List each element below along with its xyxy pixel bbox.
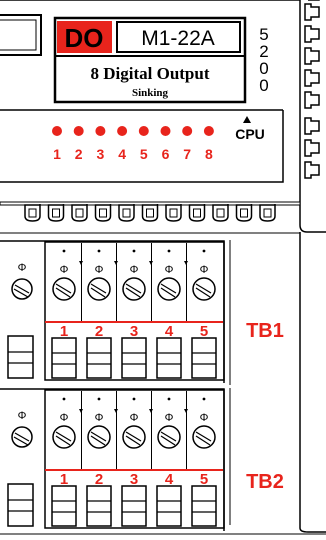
led-indicator — [182, 126, 193, 136]
terminal-number: 5 — [200, 471, 208, 488]
led-indicator — [160, 126, 171, 136]
vertical-code-char: 2 — [259, 42, 268, 61]
led-number: 6 — [162, 146, 170, 162]
led-number: 5 — [140, 146, 148, 162]
module-subtitle: Sinking — [132, 87, 169, 99]
terminal-number: 3 — [130, 323, 138, 340]
terminal-marker: Φ — [165, 412, 174, 424]
terminal-marker: Φ — [95, 412, 104, 424]
svg-text:Φ: Φ — [18, 262, 27, 274]
wire-clamp[interactable] — [191, 485, 217, 527]
led-indicator — [73, 126, 84, 136]
module-head: DO M1-22A 8 Digital Output Sinking 5200 … — [0, 0, 326, 233]
terminal-number: 5 — [200, 323, 208, 340]
cpu-arrow-icon — [243, 116, 251, 123]
latch-tab — [235, 204, 253, 222]
led-number: 8 — [205, 146, 213, 162]
terminal-number: 1 — [60, 471, 68, 488]
terminal-marker: Φ — [60, 412, 69, 424]
module-type-badge — [57, 21, 112, 53]
latch-strip — [0, 201, 301, 222]
terminal-marker: Φ — [130, 264, 139, 276]
edge-clip — [304, 91, 320, 109]
led-indicator — [117, 126, 128, 136]
module-description: 8 Digital Output — [90, 64, 209, 83]
terminal-marker: Φ — [60, 264, 69, 276]
terminal-block-tb1: Φ Φ 1 Φ 2 Φ 3 Φ 4 Φ 5 — [0, 240, 225, 383]
edge-clip — [304, 25, 320, 43]
vertical-code-char: 5 — [259, 25, 268, 44]
led-row — [52, 126, 214, 136]
latch-tab — [71, 204, 88, 222]
terminal-block-tb2: Φ Φ 1 Φ 2 Φ 3 Φ 4 Φ 5 — [0, 388, 225, 531]
led-indicator — [95, 126, 106, 136]
latch-tab — [47, 204, 65, 222]
latch-tab — [188, 204, 206, 222]
module-model: M1-22A — [141, 27, 215, 50]
right-edge-clips — [304, 0, 320, 179]
edge-clip — [304, 3, 320, 21]
terminal-marker: Φ — [130, 412, 139, 424]
wire-clamp[interactable] — [191, 337, 217, 379]
latch-tab — [118, 204, 135, 222]
wire-clamp[interactable] — [51, 337, 77, 379]
led-indicator — [52, 126, 62, 136]
wire-clamp[interactable] — [121, 485, 147, 527]
terminal-marker: Φ — [95, 264, 104, 276]
tb1-label: TB1 — [246, 320, 284, 342]
edge-clip — [304, 69, 320, 87]
wire-clamp[interactable] — [121, 337, 147, 379]
wire-clamp[interactable] — [51, 485, 77, 527]
vertical-code-char: 0 — [259, 59, 268, 78]
wire-clamp[interactable] — [86, 337, 112, 379]
latch-tab — [94, 204, 112, 222]
latch-tab — [141, 204, 159, 222]
terminal-number: 2 — [95, 323, 103, 340]
module-type-text: DO — [65, 23, 104, 53]
terminal-marker: Φ — [200, 412, 209, 424]
terminal-number: 1 — [60, 323, 68, 340]
edge-clip — [304, 161, 320, 179]
latch-tab — [24, 204, 41, 222]
wire-clamp[interactable] — [156, 337, 182, 379]
edge-clip — [304, 117, 320, 135]
led-number: 1 — [53, 146, 61, 162]
led-number: 3 — [97, 146, 105, 162]
led-number: 7 — [183, 146, 191, 162]
led-indicator — [138, 126, 149, 136]
wire-clamp[interactable] — [156, 485, 182, 527]
svg-text:Φ: Φ — [18, 410, 27, 422]
latch-tab — [165, 204, 182, 222]
terminal-number: 3 — [130, 471, 138, 488]
vertical-code-char: 0 — [259, 76, 268, 95]
terminal-number: 4 — [165, 471, 174, 488]
wire-clamp[interactable] — [86, 485, 112, 527]
terminal-number: 2 — [95, 471, 103, 488]
terminal-number: 4 — [165, 323, 174, 340]
latch-tab — [259, 204, 276, 222]
edge-clip — [304, 139, 320, 157]
led-number: 2 — [75, 146, 83, 162]
latch-tab — [212, 204, 229, 222]
terminal-marker: Φ — [165, 264, 174, 276]
led-indicator — [203, 126, 214, 136]
terminal-marker: Φ — [200, 264, 209, 276]
led-number: 4 — [118, 146, 126, 162]
cpu-label: CPU — [235, 126, 265, 142]
edge-clip — [304, 47, 320, 65]
tb2-label: TB2 — [246, 471, 284, 493]
